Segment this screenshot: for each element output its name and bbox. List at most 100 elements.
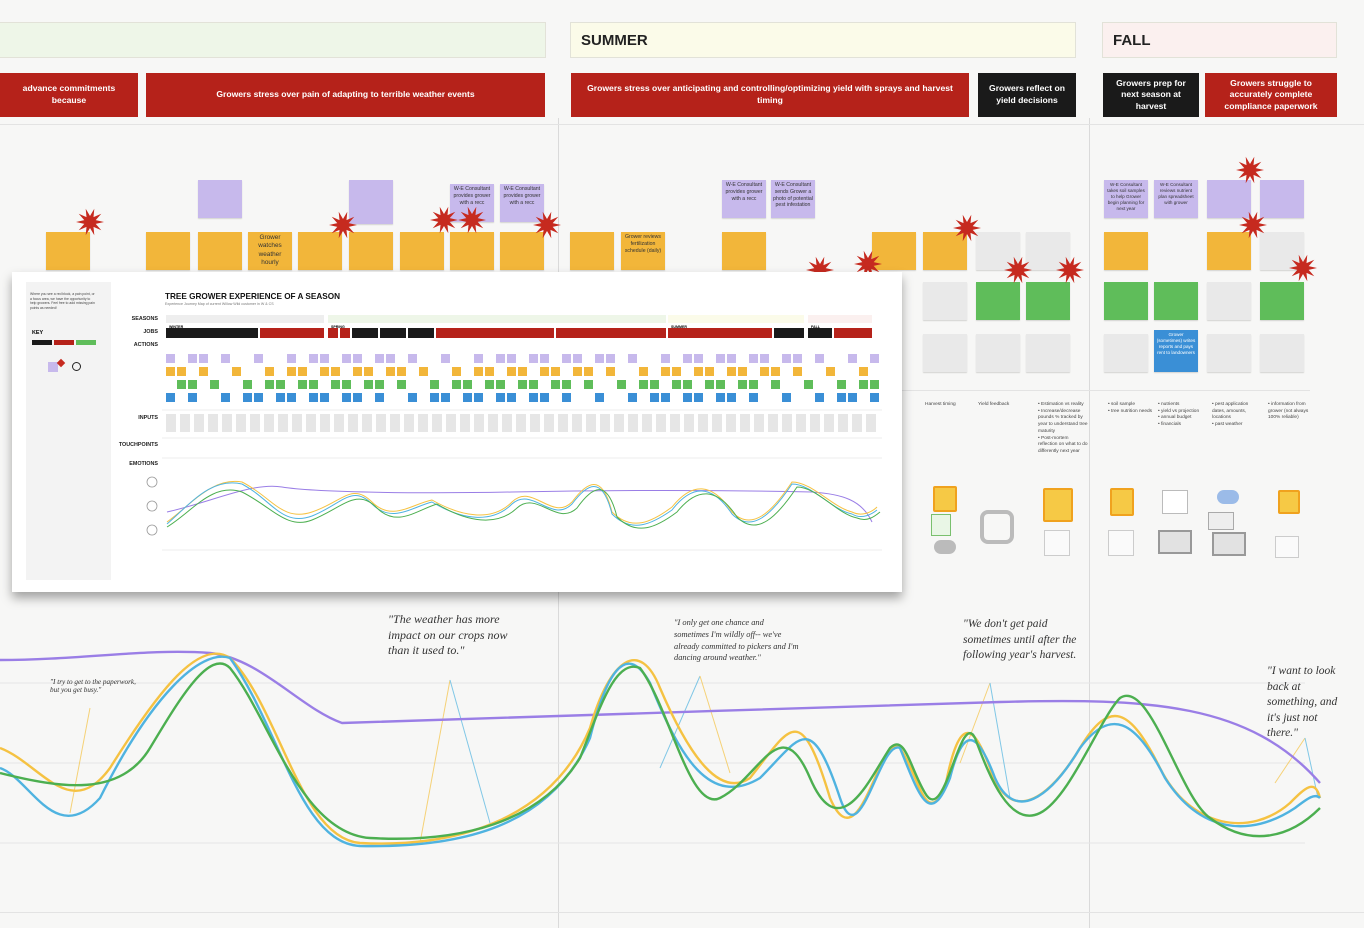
sticky-note	[923, 334, 967, 372]
input-pest: • pest application dates, amounts, locat…	[1212, 402, 1249, 428]
key-intro: Where you see a red block, a pain point,…	[30, 292, 95, 310]
mini-sticky	[386, 354, 395, 363]
row-label-seasons: SEASONS	[131, 316, 158, 322]
app-icon	[980, 510, 1014, 544]
sticky-note	[1207, 282, 1251, 320]
mini-input-block	[334, 414, 344, 432]
mini-actions	[146, 354, 882, 551]
input-harvest-timing: Harvest timing	[925, 402, 956, 407]
mini-season-label: SPRING	[331, 325, 345, 329]
mini-season-fall: FALL	[808, 315, 872, 329]
mini-sticky	[848, 393, 857, 402]
mini-input-block	[516, 414, 526, 432]
sticky-note	[1207, 334, 1251, 372]
job-anticipating-yield: Growers stress over anticipating and con…	[571, 73, 969, 117]
mini-sticky	[485, 380, 494, 389]
mini-season-label: FALL	[811, 325, 820, 329]
mini-job	[328, 328, 338, 338]
mini-sticky	[199, 367, 208, 376]
mini-sticky	[793, 367, 802, 376]
key-magnifier-icon	[72, 362, 81, 371]
season-band-summer: SUMMER	[570, 22, 1076, 58]
quote-look-back: "I want to look back at something, and i…	[1267, 665, 1338, 740]
mini-season-label: SUMMER	[671, 325, 687, 329]
mini-sticky	[848, 354, 857, 363]
mini-sticky	[859, 367, 868, 376]
mini-input-block	[684, 414, 694, 432]
sticky-note: W-E Consultant reviews nutrient plan spr…	[1154, 180, 1198, 218]
mini-sticky	[716, 380, 725, 389]
emotion-line-green	[0, 662, 1321, 840]
mini-input-block	[698, 414, 708, 432]
mini-sticky	[166, 367, 175, 376]
mini-input-block	[824, 414, 834, 432]
mini-input-block	[278, 414, 288, 432]
cloud-icon	[934, 540, 956, 554]
notepad-icon	[933, 486, 957, 512]
sticky-note	[1207, 180, 1251, 218]
mini-sticky	[760, 367, 769, 376]
mini-sticky	[727, 367, 736, 376]
season-label-fall: FALL	[1113, 32, 1151, 49]
mini-sticky	[375, 393, 384, 402]
mini-sticky	[870, 393, 879, 402]
mini-input-block	[348, 414, 358, 432]
quote-weather-impact: "The weather has more impact on our crop…	[388, 612, 508, 658]
mini-sticky	[562, 393, 571, 402]
sticky-note	[400, 232, 444, 270]
notepad-icon	[1278, 490, 1300, 514]
mini-sticky	[188, 380, 197, 389]
sticky-note: W-E Consultant provides grower with a re…	[722, 180, 766, 218]
mini-job	[340, 328, 350, 338]
mini-sticky	[287, 367, 296, 376]
key-swatch-red	[54, 340, 74, 345]
sticky-note	[1260, 282, 1304, 320]
mini-sticky	[518, 367, 527, 376]
mini-sticky	[452, 367, 461, 376]
job-prep-next-season: Growers prep for next season at harvest	[1103, 73, 1199, 117]
mini-sticky	[727, 354, 736, 363]
mini-sticky	[496, 354, 505, 363]
mini-sticky	[463, 380, 472, 389]
row-label-inputs: INPUTS	[138, 415, 158, 421]
mini-input-block	[488, 414, 498, 432]
mini-input-block	[628, 414, 638, 432]
mini-sticky	[232, 367, 241, 376]
mini-sticky	[474, 367, 483, 376]
mini-sticky	[221, 354, 230, 363]
mini-sticky	[793, 354, 802, 363]
mini-sticky	[606, 354, 615, 363]
mini-sticky	[529, 393, 538, 402]
mini-input-block	[530, 414, 540, 432]
mini-sticky	[474, 354, 483, 363]
mini-sticky	[837, 380, 846, 389]
chart-icon	[1162, 490, 1188, 514]
mini-sticky	[705, 380, 714, 389]
mini-sticky	[320, 354, 329, 363]
sticky-note	[1154, 282, 1198, 320]
mini-job	[260, 328, 324, 338]
mini-sticky	[595, 393, 604, 402]
row-divider	[0, 124, 1364, 125]
mini-input-block	[194, 414, 204, 432]
mini-sticky	[540, 393, 549, 402]
mini-sticky	[309, 354, 318, 363]
mini-sticky	[430, 380, 439, 389]
mini-sticky	[661, 367, 670, 376]
mini-sticky	[771, 367, 780, 376]
mini-sticky	[452, 380, 461, 389]
mini-sticky	[727, 393, 736, 402]
printer-icon	[1208, 512, 1234, 530]
mini-job	[408, 328, 434, 338]
mini-sticky	[584, 380, 593, 389]
mini-sticky	[353, 367, 362, 376]
mini-input-block	[432, 414, 442, 432]
mini-sticky	[353, 354, 362, 363]
mini-job	[380, 328, 406, 338]
mini-sticky	[342, 354, 351, 363]
pain-point-icon	[806, 256, 834, 284]
mini-sticky	[694, 367, 703, 376]
sticky-note	[1260, 180, 1304, 218]
mini-job	[834, 328, 872, 338]
chat-icon	[1217, 490, 1239, 504]
